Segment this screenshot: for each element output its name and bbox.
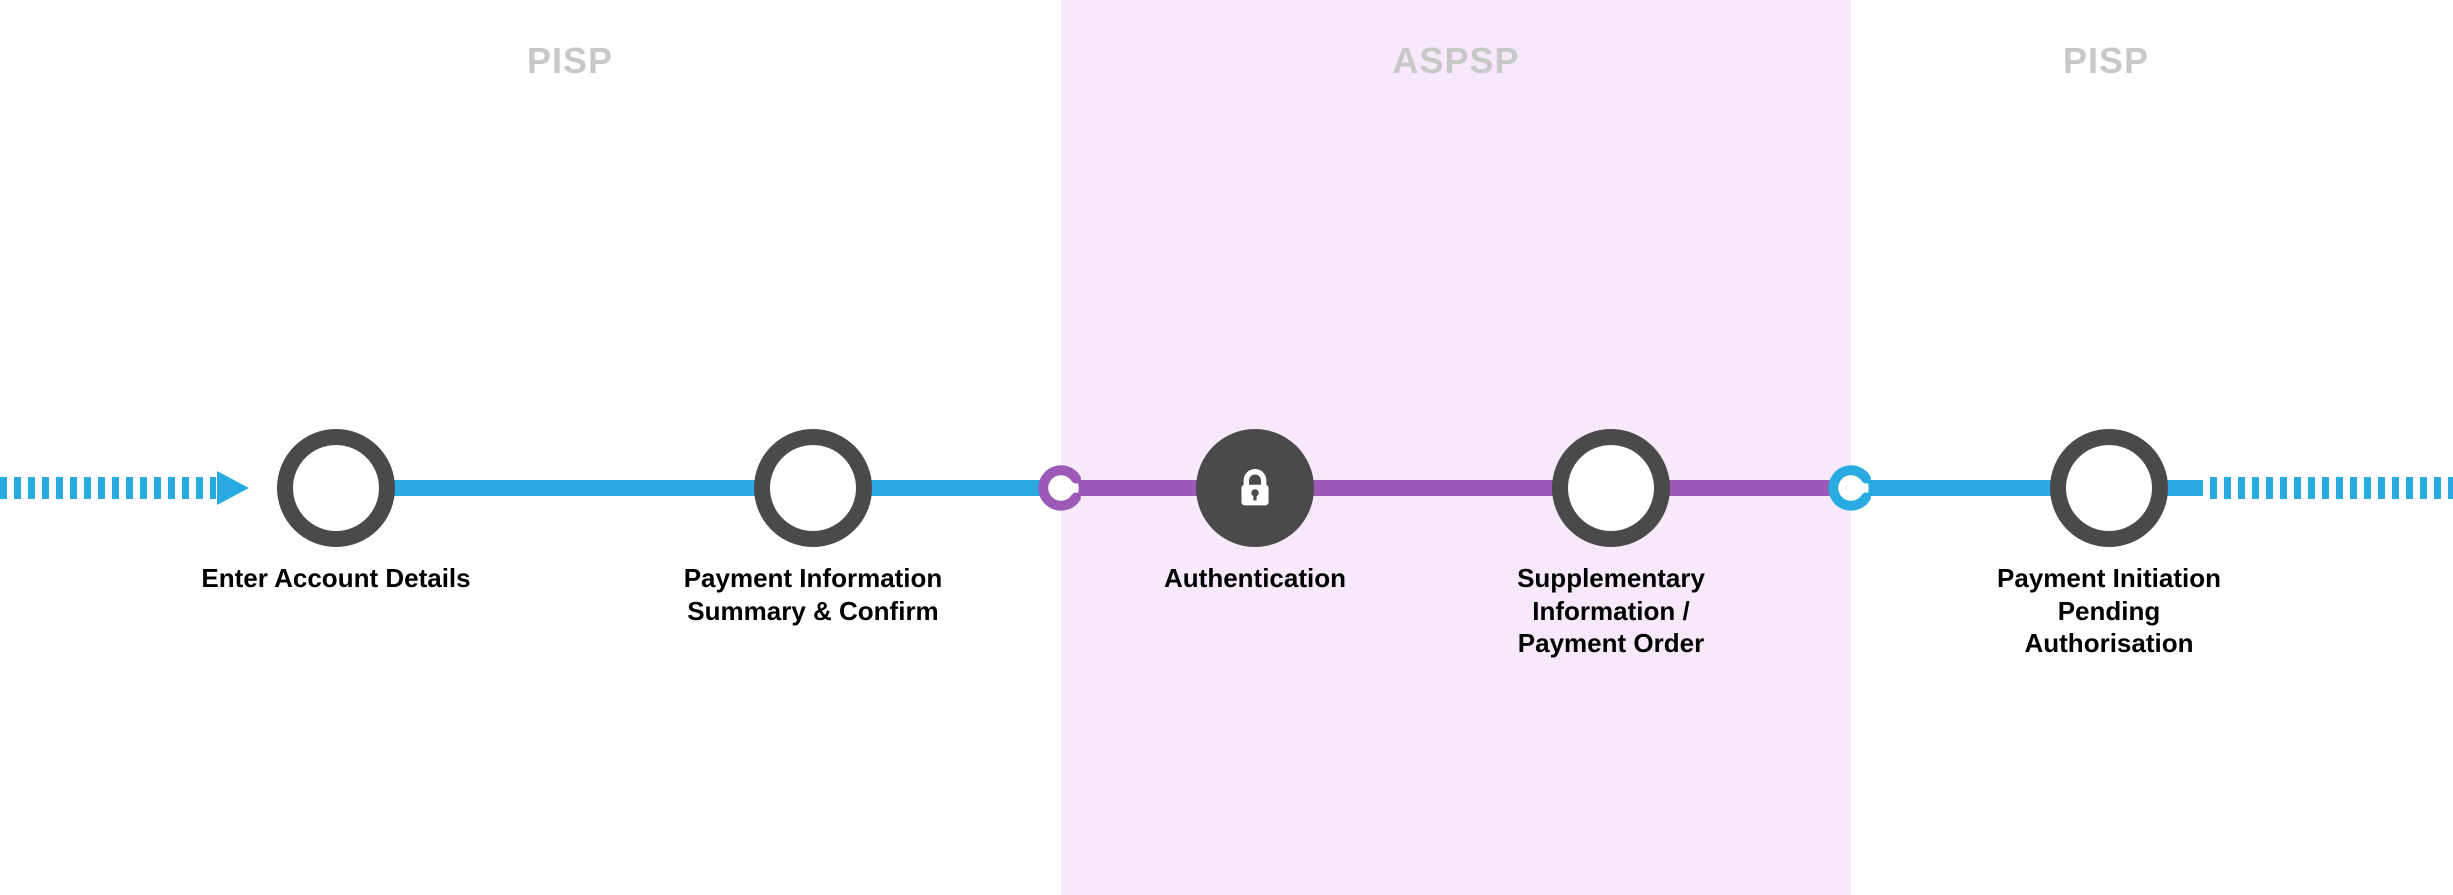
aspsp-panel bbox=[1061, 0, 1851, 895]
open-ring-icon bbox=[1828, 465, 1874, 511]
node-supplementary-information bbox=[1552, 429, 1670, 547]
flow-line-aspsp bbox=[1061, 480, 1851, 496]
outgoing-dashed-line bbox=[2210, 477, 2453, 499]
lock-icon bbox=[1241, 469, 1269, 506]
node-label-enter-account-details: Enter Account Details bbox=[201, 563, 471, 593]
incoming-dashed-line bbox=[0, 477, 216, 499]
node-authentication bbox=[1196, 429, 1314, 547]
arrowhead-icon bbox=[217, 471, 249, 505]
section-label-pisp-right: PISP bbox=[2062, 40, 2150, 81]
node-label-supplementary-information: Supplementary Information / Payment Orde… bbox=[1517, 563, 1705, 658]
flow-line-pisp-1 bbox=[336, 480, 1061, 496]
node-label-payment-initiation: Payment Initiation Pending Authorisation bbox=[1997, 563, 2221, 658]
transition-marker-right bbox=[1826, 463, 1876, 513]
node-label-authentication: Authentication bbox=[1164, 563, 1346, 593]
node-payment-initiation-pending bbox=[2050, 429, 2168, 547]
node-payment-information-summary bbox=[754, 429, 872, 547]
node-enter-account-details bbox=[277, 429, 395, 547]
section-label-pisp-left: PISP bbox=[526, 40, 614, 81]
section-label-aspsp: ASPSP bbox=[1392, 40, 1520, 81]
node-label-payment-information: Payment Information Summary & Confirm bbox=[683, 563, 943, 626]
transition-marker-left bbox=[1036, 463, 1086, 513]
open-ring-icon bbox=[1038, 465, 1084, 511]
